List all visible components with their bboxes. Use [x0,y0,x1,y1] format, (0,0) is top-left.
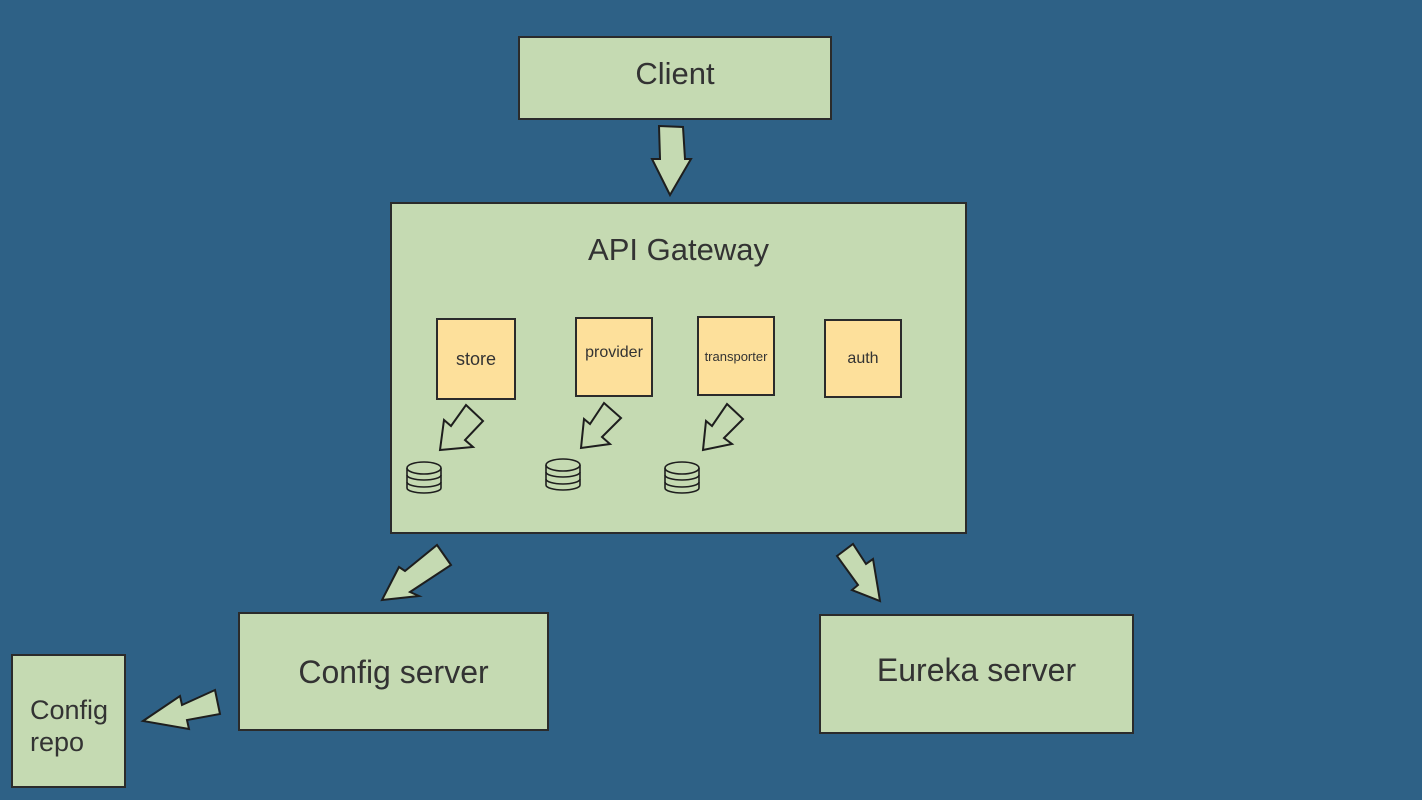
block-arrow-icon [650,124,693,198]
service-provider-label: provider [585,344,643,361]
block-arrow-icon [380,543,453,602]
config-repo-node: Config repo [11,654,126,788]
service-auth-label: auth [847,349,879,367]
service-transporter: transporter [697,316,775,396]
service-transporter-label: transporter [704,348,768,364]
service-store: store [436,318,516,400]
service-provider: provider [575,317,653,397]
block-arrow-icon [835,542,882,603]
eureka-server-label: Eureka server [876,651,1077,688]
block-arrow-icon [140,688,222,731]
client-label: Client [635,56,715,91]
api-gateway-label: API Gateway [588,232,769,267]
config-repo-label: Config repo [30,695,109,757]
config-server-label: Config server [298,654,489,690]
eureka-server-node: Eureka server [819,614,1134,734]
service-auth: auth [824,319,902,398]
config-server-node: Config server [238,612,549,731]
service-store-label: store [455,348,497,369]
client-node: Client [518,36,832,120]
